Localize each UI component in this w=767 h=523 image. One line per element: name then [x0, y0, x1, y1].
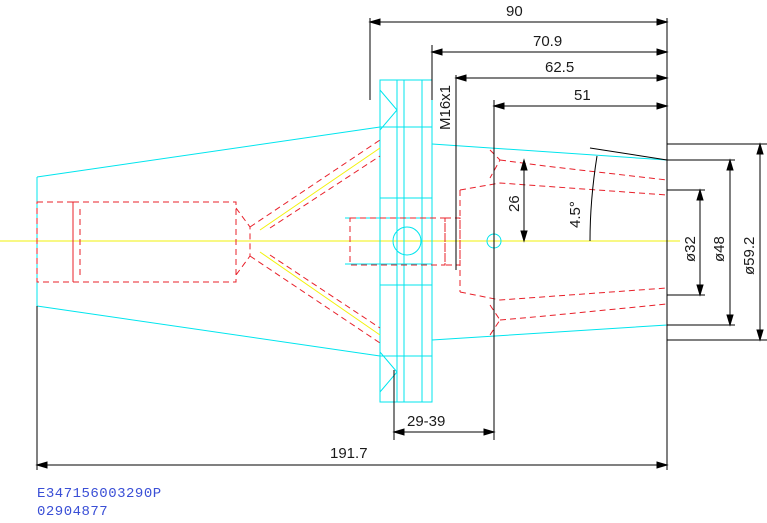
- dim-length-2: 70.9: [533, 33, 562, 50]
- dim-thread: M16x1: [437, 85, 454, 130]
- dim-overall-length: 90: [506, 3, 523, 20]
- construction-lines: [259, 147, 381, 336]
- dim-angle: 4.5°: [567, 201, 584, 228]
- serial-number: 02904877: [37, 504, 109, 520]
- dim-dia-small: ø32: [682, 236, 699, 262]
- part-number: E347156003290P: [37, 486, 162, 502]
- dim-length-3: 62.5: [545, 59, 574, 76]
- dim-total-length: 191.7: [330, 445, 368, 462]
- dim-length-4: 51: [574, 87, 591, 104]
- dim-dia-mid: ø48: [711, 236, 728, 262]
- dim-dia-large: ø59.2: [741, 237, 758, 275]
- part-outline: [36, 79, 668, 403]
- dim-range: 29-39: [407, 413, 445, 430]
- dim-depth: 26: [506, 195, 523, 212]
- dimension-lines: [35, 18, 767, 470]
- hidden-lines: [36, 139, 668, 344]
